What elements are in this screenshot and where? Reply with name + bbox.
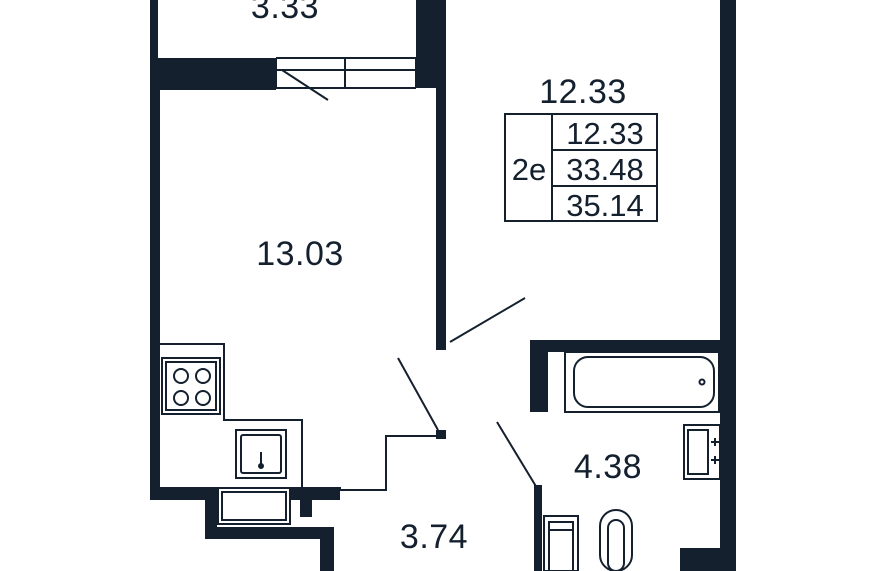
kitchen-living-area-label: 13.03: [256, 235, 344, 273]
kitchen-counter: [160, 343, 442, 491]
rooms-count-label: 2e: [512, 152, 546, 187]
partition-wall: [436, 88, 446, 350]
bedroom-door-swing: [449, 297, 526, 343]
walls: [150, 0, 736, 571]
bottom-right-fixture: [699, 555, 713, 571]
washing-machine-icon: [217, 487, 291, 525]
balcony-door-swing: [281, 69, 329, 101]
hallway-area-label: 3.74: [400, 518, 468, 556]
bathroom-door-swing: [496, 421, 538, 489]
total-area-value: 35.14: [566, 188, 644, 223]
hall-left-wall-a: [205, 487, 217, 537]
kitchen-door-swing: [397, 357, 439, 431]
toilet-icon: [599, 509, 633, 571]
doors: [281, 69, 538, 489]
balcony-window: [275, 57, 417, 89]
stove-icon: [161, 357, 221, 415]
balcony-right-wall: [416, 0, 446, 88]
washbasin-icon: [683, 424, 721, 480]
hall-left-wall-d: [300, 487, 312, 517]
balcony-area-label: 3.33: [251, 0, 319, 26]
bathroom-left-wall-top: [530, 340, 548, 412]
bedroom-area-label: 12.33: [539, 73, 627, 111]
kitchen-left-wall: [150, 88, 160, 500]
bathroom-left-wall-bottom: [534, 485, 542, 571]
sink-icon: [235, 429, 287, 479]
laundry-icon: [543, 515, 579, 571]
bottom-right-stub: [680, 548, 722, 571]
right-wall: [720, 0, 736, 571]
area-summary-table: 2e 12.33 33.48 35.14: [504, 113, 658, 223]
area-without-balcony-value: 33.48: [566, 152, 644, 187]
hall-left-wall-b: [205, 527, 325, 539]
living-area-value: 12.33: [566, 116, 644, 151]
bathroom-top-wall: [530, 340, 730, 352]
bathtub-icon: [564, 351, 720, 413]
bathroom-area-label: 4.38: [574, 448, 642, 486]
balcony-left-wall: [150, 0, 158, 60]
balcony-bottom-wall: [150, 58, 276, 90]
hall-left-wall-c: [320, 527, 334, 571]
